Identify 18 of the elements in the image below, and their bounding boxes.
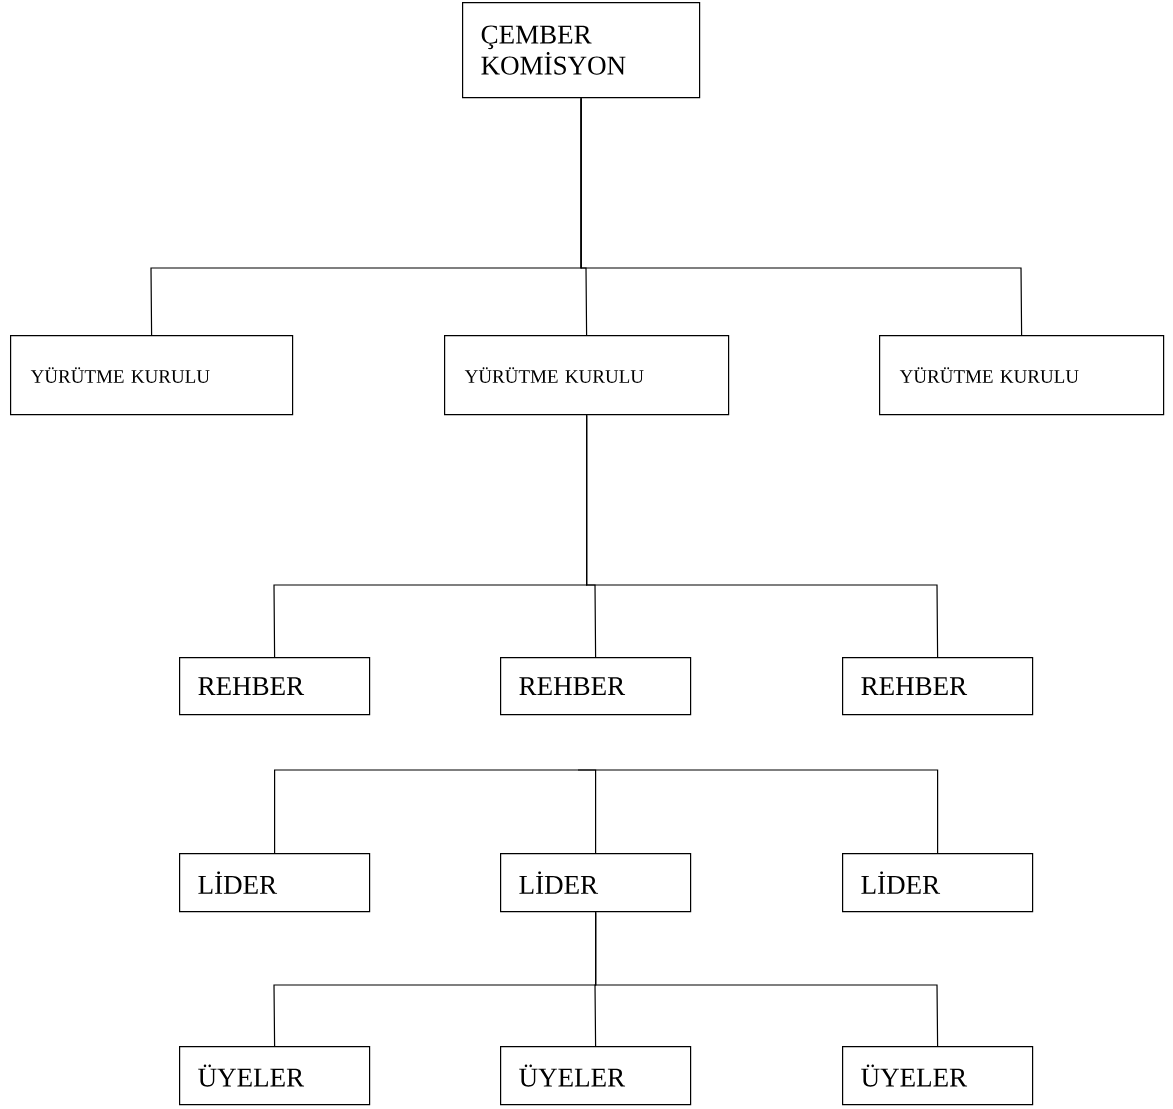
org-box: ÜYELER xyxy=(500,1046,692,1106)
connector-line xyxy=(580,97,1023,336)
org-box: YÜRÜTME KURULU xyxy=(10,335,294,416)
connector-line xyxy=(274,769,579,854)
org-box: REHBER xyxy=(500,657,692,716)
connector-line xyxy=(595,911,939,1047)
org-box: REHBER xyxy=(179,657,371,716)
org-box: LİDER xyxy=(500,853,692,913)
org-box: YÜRÜTME KURULU xyxy=(879,335,1165,416)
org-box: ÜYELER xyxy=(179,1046,371,1106)
connector-line xyxy=(577,769,939,854)
org-box: ÇEMBER KOMİSYON xyxy=(462,2,701,99)
org-box: LİDER xyxy=(842,853,1034,913)
org-box: REHBER xyxy=(842,657,1034,716)
connector-line xyxy=(586,414,939,658)
org-box: YÜRÜTME KURULU xyxy=(444,335,730,416)
org-box: ÜYELER xyxy=(842,1046,1034,1106)
org-box: LİDER xyxy=(179,853,371,913)
